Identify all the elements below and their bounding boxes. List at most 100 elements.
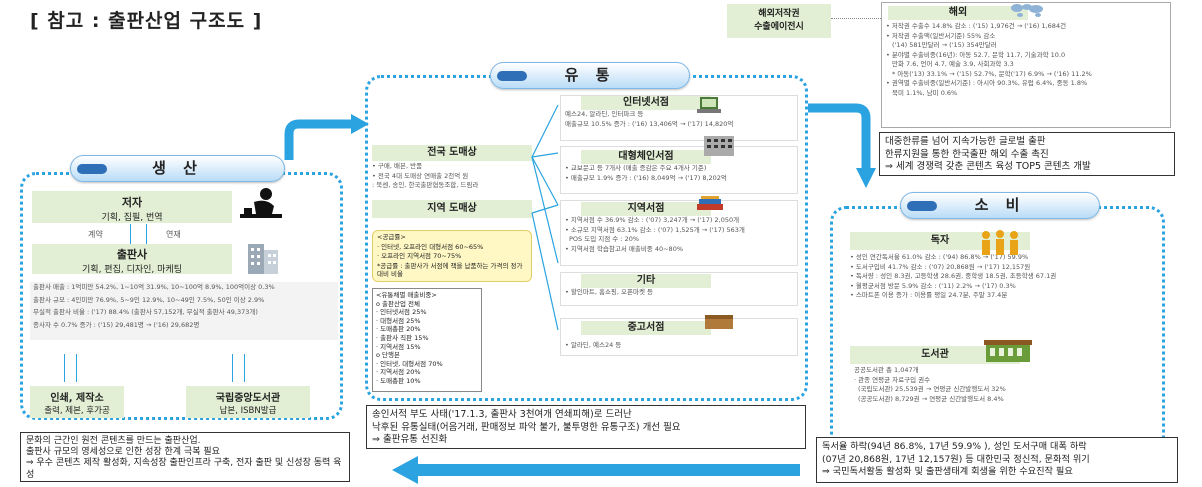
item-text: • 매출규모 1.9% 증가 : ('16) 8,049억 → ('17) 8,… (565, 173, 727, 182)
item-text: 구매, 배본, 반품 (377, 162, 423, 170)
item-text: 스마트폰 이용 증가 : 이용률 평일 24.7분, 주말 37.4분 (855, 291, 1008, 299)
consumption-header: 소 비 (900, 192, 1100, 219)
consumption-note: 독서율 하락(94년 86.8%, 17년 59.9% ), 성인 도서구매 대… (816, 437, 1178, 483)
item-text: (공공도서관) 8,729권 → 연평균 신간발행도서 8.4% (858, 394, 1004, 403)
overseas-title: 해외 (888, 6, 1028, 20)
arrow-vertical (146, 224, 147, 244)
flow-arrow-icon (284, 114, 369, 160)
consumption-header-label: 소 비 (974, 196, 1026, 214)
contract-label: 계약 (88, 230, 103, 239)
arrow-vertical (244, 354, 245, 382)
item-text: • 지역서점 수 36.9% 감소 : ('07) 3,247개 → ('17)… (565, 216, 740, 224)
note-line: ⇒ 국민독서활동 활성화 및 출판생태계 회생을 위한 수요진작 필요 (822, 466, 1073, 477)
item-text: * 아동('13) 33.1% → ('15) 52.7%, 문학('17) 6… (892, 69, 1092, 78)
list-item: : 북센, 송인, 한국출판협동조합, 드림라 (372, 181, 532, 191)
sales-line: o 출판산업 전체 (376, 299, 420, 308)
item-text: • 교보문고 등 7개사 (매출 증감은 주요 4개사 기준) (565, 164, 707, 172)
item-text: 전국 4대 도매상 연매출 2천억 원 (377, 171, 469, 180)
note-line: 출판사 규모의 영세성으로 인한 성장 한계 극복 필요 (26, 447, 220, 458)
arrow-vertical (76, 354, 77, 382)
building-icon (248, 244, 278, 274)
item-text: 공공도서관 총 1,047개 (854, 366, 919, 374)
item-text: ('14) 581만달러 → ('15) 354만달러 (882, 41, 1170, 51)
other-title: 기타 (581, 274, 711, 288)
arrow-vertical (232, 354, 233, 382)
connector-lines (531, 104, 559, 331)
item-text: • 월평균서점 방문 5.9% 감소 : ('11) 2.2% → ('17) … (850, 281, 1016, 290)
national-wholesale-items: • 구매, 배본, 반품 • 전국 4대 도매상 연매출 2천억 원 : 북센,… (372, 162, 532, 191)
library-consumer-box: 도서관 공공도서관 총 1,047개 · 관종 연평균 자료구입 권수 (국립도… (850, 346, 1150, 410)
item-text: • 소규모 지역서점 63.1% 감소 : ('07) 1,525개 → ('1… (565, 225, 745, 234)
laptop-icon (697, 97, 721, 113)
item-text: 분야별 수출비중(16년): 아동 52.7, 문학 11.7, 기술과학 10… (891, 50, 1066, 59)
item-text: (국립도서관) 25,539권 → 연평균 신간발행도서 32% (858, 385, 1006, 393)
arrow-vertical (64, 354, 65, 382)
item-text: • 지역서점 학습참고서 매출비중 40~80% (565, 244, 684, 253)
item-text: 지역서점 수 36.9% 감소 : ('07) 3,247개 → ('17) 2… (570, 216, 740, 224)
item-text: POS 도입 지점 수 : 20% (561, 235, 797, 245)
used-bookstore-title: 중고서점 (581, 321, 711, 335)
item-text: • 알라딘, 예스24 등 (565, 341, 622, 349)
supply-line: · 인터넷, 오프라인 대형서점 60~65% (377, 242, 484, 251)
local-bookstore-title: 지역서점 (581, 202, 711, 216)
sales-title: <유통채별 매출비중> (376, 291, 437, 299)
library-title: 국립중앙도서관 (215, 393, 281, 404)
writer-icon (240, 188, 282, 218)
item-text: 저작권 수출액(일반서기준) 55% 감소 (891, 31, 996, 40)
list-item: • 구매, 배본, 반품 (372, 162, 423, 170)
item-text: 권역별 수출비중(일반서기준) : 아시아 90.3%, 유럽 6.4%, 중동… (891, 79, 1088, 87)
overseas-note: 대중한류를 넘어 지속가능한 글로벌 출판 한류지원을 통한 한국출판 해외 수… (879, 132, 1175, 176)
item-text: • 분야별 수출비중(16년): 아동 52.7, 문학 11.7, 기술과학 … (886, 50, 1066, 59)
item-text: 북미 1.1%, 남미 0.6% (892, 88, 958, 97)
note-line: 독서율 하락(94년 86.8%, 17년 59.9% ), 성인 도서구매 대… (822, 441, 1087, 452)
other-box: 기타 • 할인마트, 홈쇼핑, 오픈마켓 등 (560, 272, 798, 306)
item-text: 월평균서점 방문 5.9% 감소 : ('11) 2.2% → ('17) 0.… (855, 281, 1016, 290)
publisher-stats: 출판사 매출 : 1억미만 54.2%, 1~10억 31.9%, 10~100… (30, 282, 338, 340)
supply-line: · 오프라인 지역서점 70~75% (377, 252, 462, 260)
box-icon (705, 315, 733, 329)
stat-line: 종사자 수 0.7% 증가 : ('15) 29,481명 → ('16) 29… (33, 320, 200, 329)
internet-bookstore-title: 인터넷서점 (581, 96, 711, 110)
note-line: 문화의 근간인 원전 콘텐츠를 만드는 출판산업. (26, 436, 201, 446)
printing-title: 인쇄, 제작소 (50, 393, 104, 404)
sales-line: · 인터넷서점 25% (376, 308, 427, 317)
item-text: POS 도입 지점 수 : 20% (569, 235, 640, 243)
item-text: ('14) 581만달러 → ('15) 354만달러 (892, 41, 997, 49)
library-building-icon (984, 340, 1032, 362)
large-chain-title: 대형체인서점 (581, 150, 711, 164)
item-text: 독서량 : 성인 8.3권, 고등학생 28.6권, 중학생 18.5권, 초등… (855, 272, 1057, 280)
agency-connector (831, 18, 881, 19)
used-bookstore-box: 중고서점 • 알라딘, 예스24 등 (560, 318, 798, 356)
item-text: 만화 7.6, 언어 4.7, 예술 3.9, 사회과학 3.3 (892, 60, 1014, 68)
stat-line: 무실적 출판사 비율 : ('17) 88.4% (출판사 57,152개, 무… (33, 308, 258, 316)
sales-line: · 도매총판 10% (376, 376, 421, 385)
stat-line: 출판사 규모 : 4인미만 76.9%, 5~9인 12.9%, 10~49인 … (33, 295, 265, 304)
agency-box: 해외저작권 수출에이전시 (727, 4, 831, 38)
item-text: • 독서량 : 성인 8.3권, 고등학생 28.6권, 중학생 18.5권, … (850, 272, 1057, 280)
supply-title: <공급률> (377, 233, 406, 241)
note-line: (07년 20,868원, 17년 12,157원) 등 대한민국 정신적, 문… (822, 453, 1090, 465)
production-note: 문화의 근간인 원전 콘텐츠를 만드는 출판산업. 출판사 규모의 영세성으로 … (20, 432, 350, 482)
sales-line: · 출판사 직판 15% (376, 333, 429, 342)
item-text: 도서구입비 41.7% 감소 : ('07) 20,868원 → ('17) 1… (855, 262, 1031, 271)
item-text: 소규모 지역서점 63.1% 감소 : ('07) 1,525개 → ('17)… (570, 225, 745, 234)
item-text: 지역서점 학습참고서 매출비중 40~80% (570, 244, 684, 253)
distribution-header: 유 통 (490, 62, 690, 89)
note-line: ⇒ 세계 경쟁력 갖춘 콘텐츠 육성 TOP5 콘텐츠 개발 (885, 161, 1091, 172)
distribution-note: 송인서적 부도 사태('17.1.3, 출판사 3천여개 연쇄피해)로 드러난 … (366, 405, 806, 449)
national-wholesale-header: 전국 도매상 (372, 145, 532, 161)
item-text: • 성인 연간독서율 61.0% 감소 : ('94) 86.8% → ('17… (850, 253, 1029, 261)
publisher-box: 출판사 기획, 편집, 디자인, 마케팅 (32, 244, 232, 275)
item-text: • 저작권 수출액(일반서기준) 55% 감소 (886, 31, 996, 40)
item-text: 북미 1.1%, 남미 0.6% (882, 89, 1170, 99)
local-bookstore-box: 지역서점 • 지역서점 수 36.9% 감소 : ('07) 3,247개 → … (560, 200, 798, 266)
printing-box: 인쇄, 제작소 출력, 제본, 후가공 (30, 386, 124, 418)
sales-line: · 지역서점 20% (376, 368, 421, 377)
books-icon (697, 196, 723, 210)
author-title: 저자 (121, 196, 143, 209)
sales-line: o 단행본 (376, 351, 400, 360)
item-text: 성인 연간독서율 61.0% 감소 : ('94) 86.8% → ('17) … (855, 253, 1029, 261)
stat-line: 출판사 매출 : 1억미만 54.2%, 1~10억 31.9%, 10~100… (33, 283, 275, 291)
flow-arrow-icon (392, 456, 800, 484)
item-text: 예스24, 알라딘, 인터파크 등 (565, 110, 644, 118)
